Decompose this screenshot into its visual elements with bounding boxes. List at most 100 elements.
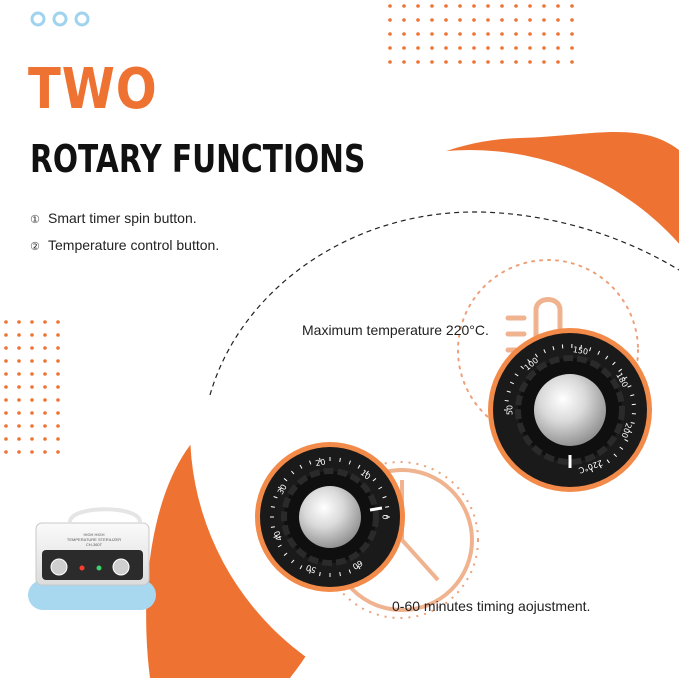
- dial-tick: [270, 506, 275, 508]
- dial-tick: [504, 399, 509, 402]
- decor-dot: [17, 359, 21, 363]
- dial-label: 60: [351, 558, 364, 571]
- headline-two: TWO: [28, 57, 158, 122]
- decor-dot: [486, 4, 490, 8]
- decor-dot: [458, 18, 462, 22]
- decor-dot: [17, 398, 21, 402]
- decor-dot: [556, 18, 560, 22]
- dial-tick: [597, 350, 601, 355]
- decor-dot: [528, 18, 532, 22]
- decor-dot: [542, 32, 546, 36]
- decor-dot: [444, 32, 448, 36]
- decor-dot: [430, 18, 434, 22]
- dial-tick: [598, 464, 602, 469]
- dial-label: 20: [315, 458, 327, 469]
- decor-dot: [542, 4, 546, 8]
- decor-dot: [430, 60, 434, 64]
- dial-tick: [283, 478, 288, 482]
- temperature-caption: Maximum temperature 220°C.: [302, 322, 489, 338]
- decor-dot: [444, 18, 448, 22]
- decor-dot: [458, 4, 462, 8]
- decor-dot: [472, 18, 476, 22]
- dial-tick: [630, 394, 635, 397]
- dial-tick: [309, 569, 312, 574]
- decor-dot: [17, 424, 21, 428]
- decor-dot: [570, 46, 574, 50]
- decor-dot: [4, 437, 8, 441]
- decor-dot: [556, 46, 560, 50]
- decor-dot: [486, 32, 490, 36]
- dial-tick: [283, 552, 288, 556]
- decor-dot: [43, 450, 47, 454]
- decor-dot: [528, 32, 532, 36]
- decor-dot: [416, 60, 420, 64]
- device-label: HIGH HIGH TEMPERATURE STERILIZER CH-360T: [60, 532, 128, 547]
- decor-dot: [4, 333, 8, 337]
- feature-number: ①: [30, 213, 40, 226]
- dial-tick: [624, 438, 629, 442]
- decor-dot: [43, 424, 47, 428]
- dial-tick: [277, 486, 282, 490]
- dashed-arc: [209, 211, 679, 396]
- decor-dot: [528, 60, 532, 64]
- decor-dot: [30, 359, 34, 363]
- decor-dot: [500, 4, 504, 8]
- decor-dot: [388, 46, 392, 50]
- decor-dot: [4, 320, 8, 324]
- dial-tick: [606, 459, 610, 464]
- decor-dot: [4, 424, 8, 428]
- decor-dot: [56, 320, 60, 324]
- decor-dot: [43, 385, 47, 389]
- dial-tick: [319, 572, 321, 577]
- dial-tick: [630, 422, 635, 424]
- decor-dot: [486, 60, 490, 64]
- decor-dot: [542, 46, 546, 50]
- decor-dot: [528, 46, 532, 50]
- decor-dot: [444, 60, 448, 64]
- decor-dot: [570, 32, 574, 36]
- decor-dot: [30, 372, 34, 376]
- dial-tick: [382, 496, 387, 499]
- decor-dot: [56, 385, 60, 389]
- decor-dot: [556, 60, 560, 64]
- decor-dot: [514, 32, 518, 36]
- decor-dot: [56, 437, 60, 441]
- decor-dot: [56, 372, 60, 376]
- dial-tick: [552, 346, 555, 351]
- dial-tick: [580, 344, 582, 350]
- dial-tick: [273, 496, 278, 499]
- dial-label: 30: [276, 483, 289, 496]
- decor-dot: [570, 18, 574, 22]
- decor-dot: [4, 398, 8, 402]
- decor-dot: [17, 346, 21, 350]
- feature-label: Temperature control button.: [48, 237, 220, 253]
- headline-rotary-functions: ROTARY FUNCTIONS: [30, 137, 366, 181]
- dial-tick: [291, 470, 295, 475]
- dial-tick: [628, 430, 633, 434]
- dial-tick: [273, 535, 278, 538]
- device-label-line: TEMPERATURE STERILIZER: [66, 537, 122, 542]
- dial-tick: [506, 390, 511, 393]
- decor-dot: [56, 411, 60, 415]
- dial-tick: [589, 347, 592, 352]
- decor-dot: [17, 385, 21, 389]
- decor-dot: [17, 437, 21, 441]
- dial-label: 40: [272, 529, 284, 542]
- decor-dot: [458, 46, 462, 50]
- decor-dot: [56, 450, 60, 454]
- decor-dot: [30, 411, 34, 415]
- decor-dot: [556, 32, 560, 36]
- dial-label: 0: [381, 514, 390, 519]
- dial-tick: [309, 460, 312, 465]
- dial-tick: [605, 355, 609, 360]
- decor-dot: [43, 437, 47, 441]
- decor-dot: [30, 437, 34, 441]
- dial-tick: [612, 361, 616, 366]
- dial-tick: [623, 376, 628, 380]
- dial-tick: [339, 457, 341, 462]
- dial-tick: [348, 569, 351, 574]
